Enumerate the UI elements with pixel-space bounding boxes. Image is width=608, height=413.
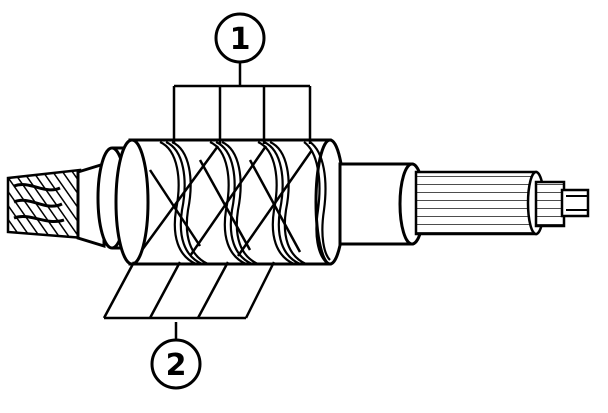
worm-threads [159,140,331,266]
callout-1-leader [172,60,312,144]
left-twisted-shaft [6,168,86,240]
worm-gear-body [114,138,346,266]
splined-output-shaft [414,170,590,236]
callout-1-label: 1 [230,22,251,57]
right-journal [338,162,426,246]
callout-2: 2 [150,338,202,390]
callout-2-label: 2 [166,348,187,383]
worm-helix-lines [140,145,314,257]
callout-1: 1 [214,12,266,64]
callout-2-leader [102,261,276,342]
